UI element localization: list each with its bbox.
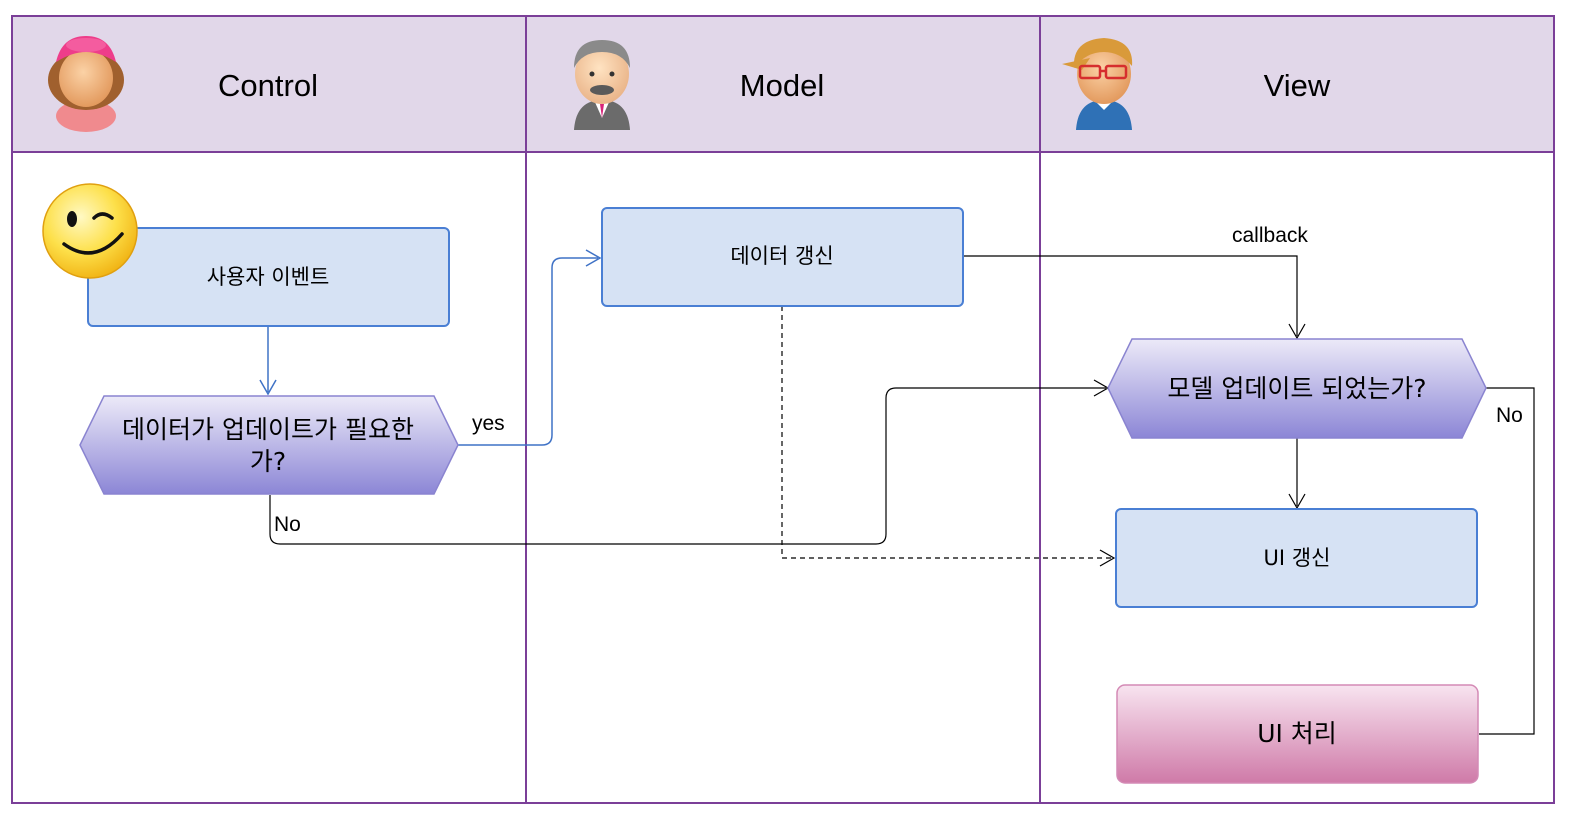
node-model-updated-label: 모델 업데이트 되었는가? [1167,374,1426,403]
node-needs-update-label-line1: 데이터가 업데이트가 필요한 [122,415,414,444]
node-model-updated-decision: 모델 업데이트 되었는가? [1107,338,1487,439]
connector-no-left [269,387,1106,545]
node-ui-process: UI 처리 [1116,684,1479,784]
edge-label-callback: callback [1232,224,1308,247]
node-data-update: 데이터 갱신 [601,207,964,307]
node-needs-update-label-line2: 가? [250,447,286,476]
lane-model-title: Model [740,68,824,103]
connector-yes [458,257,598,446]
connectors [259,249,1535,735]
node-user-event-label: 사용자 이벤트 [207,265,330,289]
edge-label-yes: yes [472,412,505,435]
connector-no-right [1479,387,1535,735]
winking-smiley-icon [42,183,138,279]
lane-view-title: View [1264,68,1331,103]
edge-label-no-right: No [1496,404,1523,427]
woman-avatar-icon [48,36,124,132]
node-ui-process-label: UI 처리 [1257,719,1337,748]
edge-label-no-left: No [274,513,301,536]
node-data-update-label: 데이터 갱신 [730,244,833,268]
node-user-event: 사용자 이벤트 [87,227,450,327]
lane-model: Model [525,15,1041,804]
man-with-glasses-avatar-icon [1062,38,1133,130]
connector-callback [963,255,1298,336]
node-ui-update-label: UI 갱신 [1264,546,1331,570]
old-man-avatar-icon [574,40,630,130]
lane-control-title: Control [218,68,318,103]
node-ui-update: UI 갱신 [1115,508,1478,608]
node-needs-update-decision: 데이터가 업데이트가 필요한 가? [79,395,459,495]
connector-dashed-data-to-ui [781,306,1112,559]
